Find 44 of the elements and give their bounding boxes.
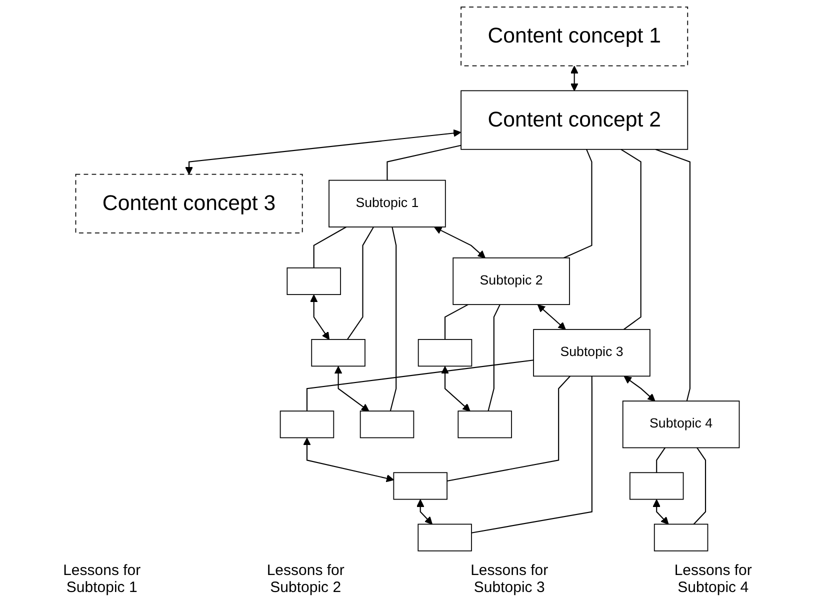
arrow <box>537 304 566 330</box>
lessons-label: Lessons for Subtopic 4 <box>673 562 753 596</box>
node-box <box>458 410 512 438</box>
connector <box>656 447 666 473</box>
node-box: Content concept 3 <box>75 174 303 234</box>
node-box: Subtopic 4 <box>622 400 740 448</box>
connector <box>655 148 690 402</box>
arrow <box>434 226 486 258</box>
node-box <box>280 410 334 438</box>
arrow <box>624 376 656 402</box>
node-box <box>393 472 448 500</box>
node-box <box>629 472 684 500</box>
arrow <box>310 294 330 340</box>
connector <box>386 144 462 180</box>
connector <box>564 149 592 258</box>
lessons-label: Lessons for Subtopic 2 <box>266 562 346 596</box>
node-box <box>360 410 414 438</box>
connector <box>471 376 592 534</box>
arrow <box>334 366 370 412</box>
arrow <box>441 366 470 412</box>
connector <box>446 376 571 482</box>
node-box <box>654 524 708 552</box>
connector <box>693 447 706 525</box>
connector <box>620 148 642 330</box>
lessons-label: Lessons for Subtopic 1 <box>62 562 142 596</box>
node-box: Subtopic 1 <box>328 180 446 228</box>
connector <box>390 226 397 412</box>
connector <box>346 226 374 340</box>
arrow <box>652 499 669 525</box>
connector <box>306 360 534 412</box>
connector <box>488 304 500 412</box>
arrow <box>416 499 433 525</box>
node-box <box>418 524 472 552</box>
arrow <box>185 129 462 175</box>
node-box: Content concept 1 <box>460 6 688 66</box>
arrow <box>570 66 578 92</box>
node-box <box>311 339 366 367</box>
node-box <box>286 267 341 295</box>
lessons-label: Lessons for Subtopic 3 <box>470 562 550 596</box>
arrow <box>303 438 394 482</box>
node-box <box>418 339 472 367</box>
node-box: Subtopic 2 <box>452 257 570 305</box>
node-box: Subtopic 3 <box>533 329 650 377</box>
node-box: Content concept 2 <box>460 90 688 150</box>
